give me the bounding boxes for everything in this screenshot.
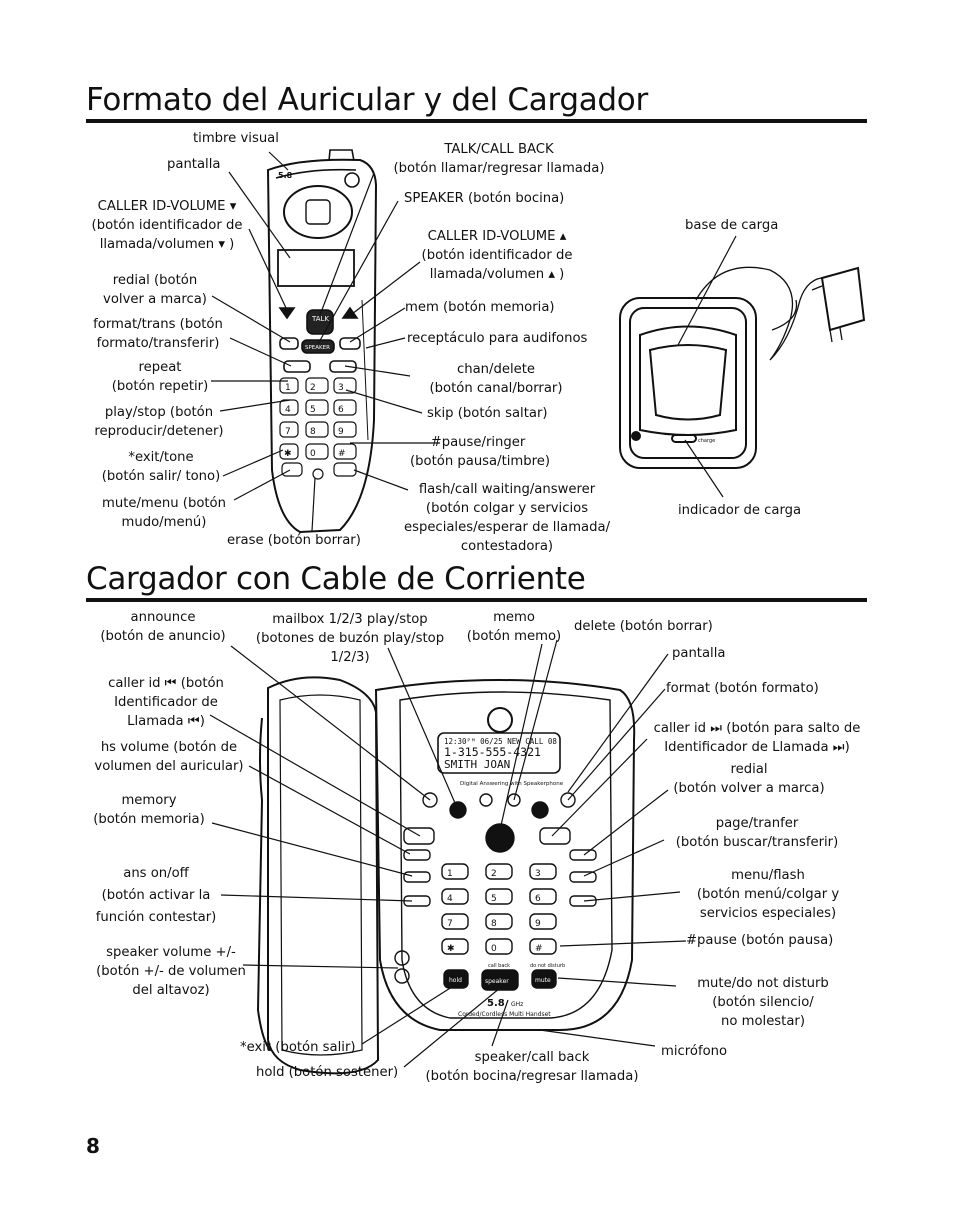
svg-text:1: 1 xyxy=(447,869,453,879)
label-speaker-volume: speaker volume +/- (botón +/- de volumen… xyxy=(96,945,246,998)
svg-text:speaker: speaker xyxy=(485,978,509,985)
svg-text:SPEAKER: SPEAKER xyxy=(305,345,330,351)
label-redial: redial (botón volver a marca) xyxy=(103,273,207,307)
svg-text:GHz: GHz xyxy=(511,1001,523,1008)
svg-text:SMITH JOAN: SMITH JOAN xyxy=(444,758,510,771)
svg-text:#: # xyxy=(338,449,346,459)
label-skip: skip (botón saltar) xyxy=(427,406,548,421)
svg-text:call back: call back xyxy=(488,963,510,969)
svg-text:6: 6 xyxy=(338,405,344,415)
label-base-de-carga: base de carga xyxy=(685,218,779,233)
svg-text:4: 4 xyxy=(285,405,291,415)
label-format-trans: format/trans (botón formato/transferir) xyxy=(93,317,223,351)
svg-text:hold: hold xyxy=(449,977,462,984)
svg-text:2: 2 xyxy=(310,383,316,393)
label-pantalla: pantalla xyxy=(167,157,221,172)
svg-text:✱: ✱ xyxy=(284,449,292,459)
label-delete: delete (botón borrar) xyxy=(574,619,713,634)
label-play-stop: play/stop (botón reproducir/detener) xyxy=(94,405,224,439)
svg-text:12:30ᴾᴹ 06/25 NEW CALL 08: 12:30ᴾᴹ 06/25 NEW CALL 08 xyxy=(444,737,557,746)
corded-base-illustration: 12:30ᴾᴹ 06/25 NEW CALL 08 1-315-555-4321… xyxy=(256,676,636,1075)
svg-text:7: 7 xyxy=(285,427,291,437)
svg-text:6: 6 xyxy=(535,894,541,904)
label-menu-flash: menu/flash (botón menú/colgar y servicio… xyxy=(696,868,840,921)
svg-text:0: 0 xyxy=(491,944,497,954)
label-speaker: SPEAKER (botón bocina) xyxy=(404,191,565,206)
svg-text:8: 8 xyxy=(491,919,497,929)
heading-handset: Formato del Auricular y del Cargador xyxy=(86,82,648,118)
label-memo: memo (botón memo) xyxy=(466,610,562,644)
svg-text:8: 8 xyxy=(310,427,316,437)
svg-text:Corded/Cordless Multi Handset: Corded/Cordless Multi Handset xyxy=(458,1011,551,1018)
leader-lines-charger xyxy=(209,639,687,1068)
label-caller-id-up: CALLER ID-VOLUME ▴ (botón identificador … xyxy=(421,229,573,282)
svg-text:5: 5 xyxy=(310,405,316,415)
svg-text:charge: charge xyxy=(698,438,715,444)
label-caller-id-next: caller id ⏭ (botón para salto de Identif… xyxy=(653,721,861,755)
svg-text:mute: mute xyxy=(535,977,551,984)
label-redial-base: redial (botón volver a marca) xyxy=(673,762,825,796)
label-memory: memory (botón memoria) xyxy=(93,793,205,827)
page-number: 8 xyxy=(86,1134,100,1158)
label-format: format (botón formato) xyxy=(666,681,819,696)
label-page-transfer: page/tranfer (botón buscar/transferir) xyxy=(675,816,839,850)
label-exit: *exit (botón salir) xyxy=(240,1040,356,1055)
svg-text:3: 3 xyxy=(338,383,344,393)
label-caller-id-prev: caller id ⏮ (botón Identificador de Llam… xyxy=(108,676,224,729)
svg-text:2: 2 xyxy=(491,869,497,879)
svg-text:1: 1 xyxy=(285,383,291,393)
label-flash-call-waiting: flash/call waiting/answerer (botón colga… xyxy=(403,482,611,554)
svg-text:5.8: 5.8 xyxy=(487,998,505,1009)
label-announce: announce (botón de anuncio) xyxy=(100,610,226,644)
svg-text:do not disturb: do not disturb xyxy=(530,963,565,969)
label-chan-delete: chan/delete (botón canal/borrar) xyxy=(429,362,563,396)
label-repeat: repeat (botón repetir) xyxy=(111,360,209,394)
label-ans-on-off: ans on/off (botón activar la función con… xyxy=(95,866,217,925)
label-timbre-visual: timbre visual xyxy=(193,131,279,146)
label-mailbox: mailbox 1/2/3 play/stop (botones de buzó… xyxy=(255,612,445,665)
charging-base-illustration: charge xyxy=(619,266,866,469)
svg-text:9: 9 xyxy=(535,919,541,929)
label-exit-tone: *exit/tone (botón salir/ tono) xyxy=(101,450,221,484)
label-mute-menu: mute/menu (botón mudo/menú) xyxy=(102,496,226,530)
label-caller-id-down: CALLER ID-VOLUME ▾ (botón identificador … xyxy=(91,199,243,252)
label-headset-jack: receptáculo para audifonos xyxy=(407,331,588,346)
label-mute-dnd: mute/do not disturb (botón silencio/ no … xyxy=(697,976,829,1029)
svg-text:Digital Answering with Speaker: Digital Answering with Speakerphone xyxy=(460,781,564,787)
svg-text:5: 5 xyxy=(491,894,497,904)
svg-text:4: 4 xyxy=(447,894,453,904)
label-pause-ringer: #pause/ringer (botón pausa/timbre) xyxy=(410,435,551,469)
svg-text:5.8: 5.8 xyxy=(278,171,293,180)
label-hold: hold (botón sostener) xyxy=(256,1065,399,1080)
svg-text:TALK: TALK xyxy=(311,315,329,323)
heading-rule xyxy=(86,598,867,602)
label-microfono: micrófono xyxy=(661,1044,728,1059)
label-pantalla-base: pantalla xyxy=(672,646,726,661)
label-talk-call-back: TALK/CALL BACK (botón llamar/regresar ll… xyxy=(393,142,605,176)
label-pause-base: #pause (botón pausa) xyxy=(686,933,834,948)
svg-text:0: 0 xyxy=(310,449,316,459)
svg-text:7: 7 xyxy=(447,919,453,929)
handset-illustration: 5.8 TALK SPEAKER 1 2 3 4 5 6 7 8 9 ✱ 0 # xyxy=(266,149,378,534)
heading-rule xyxy=(86,119,867,123)
label-mem: mem (botón memoria) xyxy=(405,300,555,315)
svg-text:9: 9 xyxy=(338,427,344,437)
label-erase: erase (botón borrar) xyxy=(227,533,361,548)
svg-text:3: 3 xyxy=(535,869,541,879)
heading-charger: Cargador con Cable de Corriente xyxy=(86,561,586,597)
label-hs-volume: hs volume (botón de volumen del auricula… xyxy=(94,740,244,774)
leader-lines-handset xyxy=(211,151,737,532)
svg-text:#: # xyxy=(535,944,543,954)
label-indicador-de-carga: indicador de carga xyxy=(678,503,802,518)
svg-text:✱: ✱ xyxy=(447,944,455,954)
label-speaker-call-back: speaker/call back (botón bocina/regresar… xyxy=(425,1050,639,1084)
